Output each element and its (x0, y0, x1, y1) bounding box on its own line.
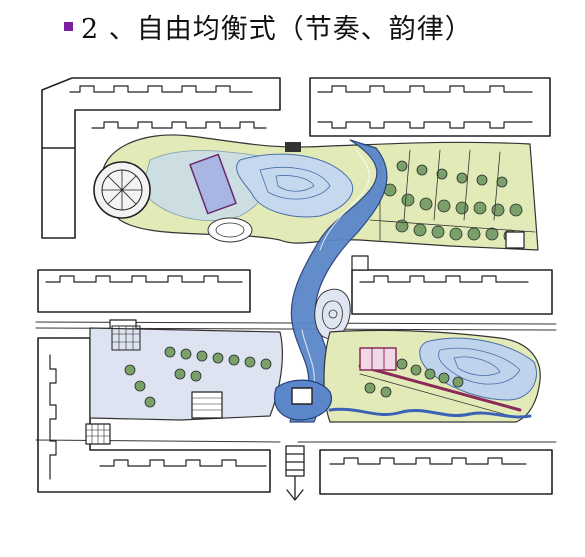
upper-pond (236, 153, 354, 218)
building-bottom-right (319, 449, 553, 495)
tree-row-lower-right (364, 358, 464, 398)
slide-title: 2 、自由均衡式（节奏、韵律） (64, 6, 473, 46)
pergola-upper-left (189, 153, 237, 215)
slide-title-text: 2 、自由均衡式（节奏、韵律） (81, 13, 473, 45)
bullet-square-icon (64, 21, 73, 31)
tree-row-lower-left (124, 346, 272, 408)
building-middle-right (351, 269, 553, 315)
lower-left-plaza (89, 327, 283, 421)
building-top-right (309, 77, 551, 137)
landscape-site-plan-sketch (35, 77, 557, 501)
lower-garden (85, 325, 541, 501)
diagonal-walkway (358, 364, 522, 412)
building-middle-left (37, 269, 251, 313)
upper-garden (93, 134, 539, 251)
building-top-left (41, 77, 281, 239)
building-blocks (37, 77, 553, 495)
pavilion-upper (285, 142, 301, 152)
entrance-arrow-icon (285, 445, 305, 501)
pergola-lower-right (359, 347, 397, 371)
pavilion-lower-center (291, 387, 313, 405)
